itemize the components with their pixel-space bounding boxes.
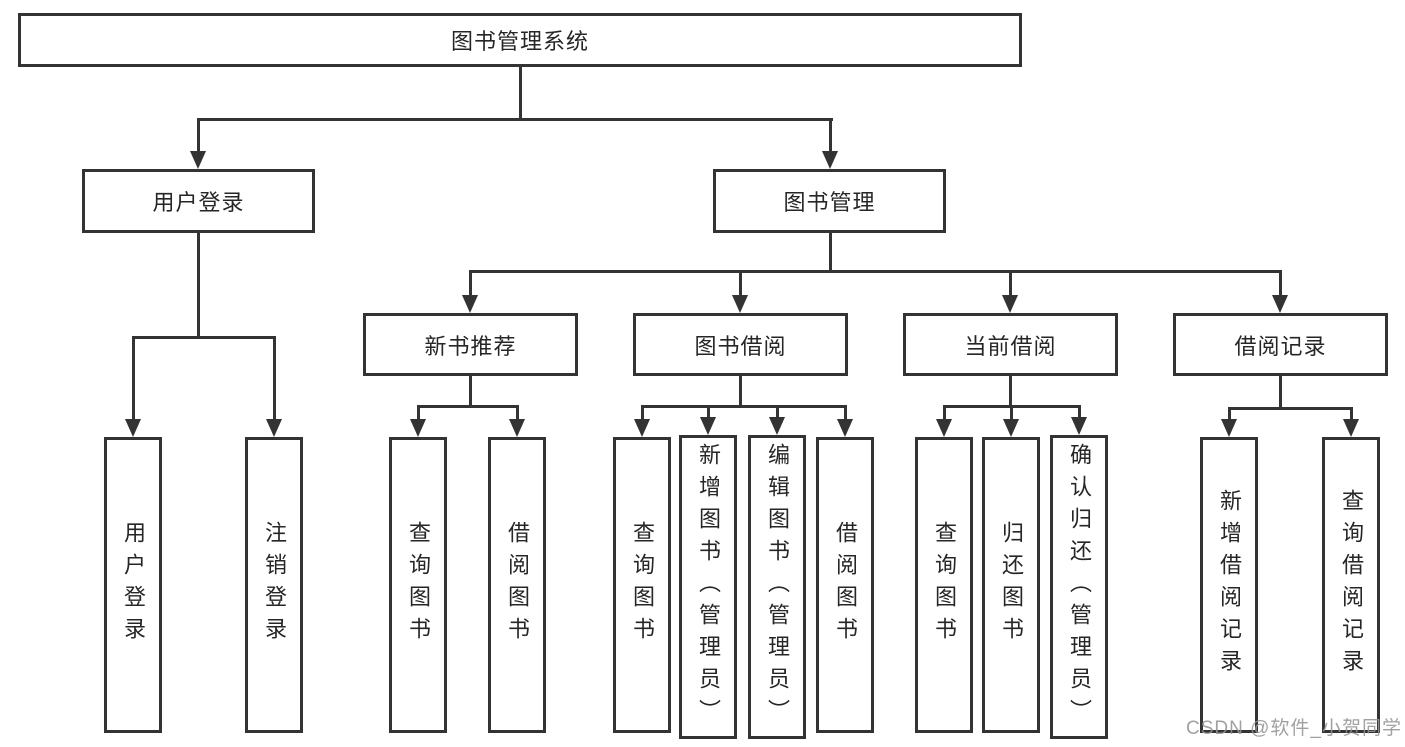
arrowhead-leaf-login [125,419,141,437]
connector-drop-current-borrow [1008,270,1012,295]
arrowhead-user-login [190,151,206,169]
connector-drop-nb-borrow [515,405,519,419]
connector-drop-rec-add [1227,407,1231,419]
node-current-borrow-label: 当前借阅 [964,333,1057,359]
connector-drop-rec-query [1349,407,1353,419]
leaf-cb-query-books: 查询图书 [915,437,973,733]
leaf-bb-edit-books-admin: 编辑图书（管理员） [748,435,806,739]
leaf-bb-edit-books-admin-label: 编辑图书（管理员） [765,443,790,731]
csdn-watermark: CSDN @软件_小贺同学 [1186,718,1402,739]
leaf-cb-confirm-return-admin: 确认归还（管理员） [1050,435,1108,739]
leaf-logout: 注销登录 [245,437,303,733]
leaf-cb-return-books: 归还图书 [982,437,1040,733]
arrowhead-cb-query [936,419,952,437]
node-borrow-records-label: 借阅记录 [1234,333,1327,359]
leaf-cb-return-books-label: 归还图书 [999,521,1024,649]
node-root-label: 图书管理系统 [450,29,589,54]
arrowhead-book-management [822,151,838,169]
connector-drop-borrow-records [1278,270,1282,295]
node-new-book-recommend: 新书推荐 [363,313,578,376]
node-root-library-system: 图书管理系统 [18,13,1022,67]
arrowhead-cb-return [1003,419,1019,437]
node-borrow-records: 借阅记录 [1173,313,1388,376]
arrowhead-bb-edit [769,417,785,435]
connector-bookmgmt-distributor [468,270,1282,273]
connector-newbook-stem [468,376,472,405]
leaf-user-login-label: 用户登录 [121,521,146,649]
leaf-rec-add-record: 新增借阅记录 [1200,437,1258,733]
arrowhead-current-borrow [1002,295,1018,313]
arrowhead-cb-confirm [1071,417,1087,435]
connector-drop-leaf-logout [272,336,276,420]
arrowhead-nb-query [410,419,426,437]
arrowhead-rec-query [1343,419,1359,437]
leaf-nb-borrow-books-label: 借阅图书 [505,521,530,649]
leaf-user-login: 用户登录 [104,437,162,733]
arrowhead-nb-borrow [509,419,525,437]
arrowhead-leaf-logout [266,419,282,437]
connector-records-distributor [1227,407,1353,410]
connector-drop-bb-add [706,405,710,417]
connector-drop-leaf-login [131,336,135,420]
connector-root-distributor [196,118,833,121]
node-book-borrow: 图书借阅 [633,313,848,376]
connector-borrow-stem [738,376,742,405]
connector-drop-new-book [468,270,472,295]
connector-drop-bb-edit [775,405,779,417]
connector-bookmgmt-stem [828,233,832,270]
leaf-rec-query-record: 查询借阅记录 [1322,437,1380,733]
leaf-cb-confirm-return-admin-label: 确认归还（管理员） [1067,443,1092,731]
connector-drop-cb-return [1009,405,1013,419]
leaf-bb-borrow-books-label: 借阅图书 [833,521,858,649]
node-book-borrow-label: 图书借阅 [694,333,787,359]
leaf-logout-label: 注销登录 [262,521,287,649]
node-user-login: 用户登录 [82,169,315,233]
connector-drop-cb-confirm [1077,405,1081,417]
leaf-bb-query-books-label: 查询图书 [630,521,655,649]
connector-drop-nb-query [416,405,420,419]
arrowhead-book-borrow [732,295,748,313]
leaf-rec-add-record-label: 新增借阅记录 [1217,489,1242,681]
connector-current-stem [1008,376,1012,405]
arrowhead-rec-add [1221,419,1237,437]
leaf-bb-query-books: 查询图书 [613,437,671,733]
connector-newbook-distributor [416,405,519,408]
leaf-bb-borrow-books: 借阅图书 [816,437,874,733]
connector-drop-bb-borrow [843,405,847,419]
connector-records-stem [1278,376,1282,407]
leaf-bb-add-books-admin-label: 新增图书（管理员） [696,443,721,731]
connector-drop-cb-query [942,405,946,419]
leaf-nb-borrow-books: 借阅图书 [488,437,546,733]
node-new-book-recommend-label: 新书推荐 [424,333,517,359]
leaf-nb-query-books: 查询图书 [389,437,447,733]
connector-drop-bb-query [640,405,644,419]
connector-drop-book-management [828,118,832,152]
arrowhead-new-book [462,295,478,313]
arrowhead-borrow-records [1272,295,1288,313]
arrowhead-bb-borrow [837,419,853,437]
connector-drop-book-borrow [738,270,742,295]
connector-drop-user-login [196,118,200,152]
leaf-bb-add-books-admin: 新增图书（管理员） [679,435,737,739]
leaf-cb-query-books-label: 查询图书 [932,521,957,649]
node-current-borrow: 当前借阅 [903,313,1118,376]
connector-userlogin-stem [196,233,200,336]
leaf-rec-query-record-label: 查询借阅记录 [1339,489,1364,681]
connector-borrow-distributor [640,405,847,408]
node-book-management-label: 图书管理 [783,190,876,215]
arrowhead-bb-query [634,419,650,437]
arrowhead-bb-add [700,417,716,435]
node-user-login-label: 用户登录 [152,190,245,215]
node-book-management: 图书管理 [713,169,946,233]
connector-userlogin-distributor [131,336,276,339]
leaf-nb-query-books-label: 查询图书 [406,521,431,649]
connector-root-stem [518,67,522,118]
